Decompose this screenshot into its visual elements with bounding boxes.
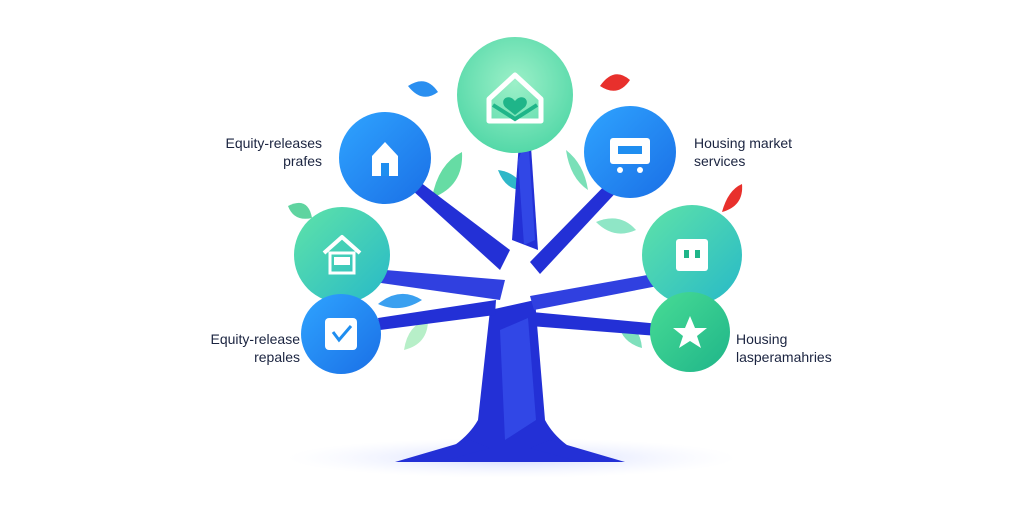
node-right-lower xyxy=(650,292,730,372)
bird-icon xyxy=(325,318,357,350)
label-line: Equity-release xyxy=(210,331,301,347)
leaf-green-center-right xyxy=(566,150,588,190)
label-top-right: Housing market services xyxy=(694,134,854,170)
root-right xyxy=(530,440,625,462)
node-right-middle xyxy=(642,205,742,305)
leaf-red-right xyxy=(722,184,743,212)
label-bottom-left: Equity-release repales xyxy=(150,330,301,366)
house-window-icon xyxy=(322,235,362,275)
root-left xyxy=(395,440,490,462)
branch-right-middle xyxy=(530,272,668,310)
branch-right-upper xyxy=(530,178,622,274)
label-top-left: Equity-releases prafes xyxy=(170,134,323,170)
star-house-icon xyxy=(673,316,707,348)
node-left-upper xyxy=(339,112,431,204)
tree xyxy=(360,128,668,462)
document-icon xyxy=(676,239,708,271)
node-left-middle xyxy=(294,207,390,303)
house-heart-icon xyxy=(486,72,544,124)
node-right-upper xyxy=(584,106,676,198)
node-left-lower xyxy=(301,294,381,374)
branch-left-lower xyxy=(378,300,496,330)
branch-right-lower xyxy=(530,312,660,336)
leaf-blue-top-left xyxy=(408,81,438,97)
tree-trunk-highlight xyxy=(500,318,536,440)
label-line: services xyxy=(694,153,746,169)
label-line: Equity-releases xyxy=(225,135,323,151)
card-icon xyxy=(610,138,650,173)
label-line: lasperamahries xyxy=(736,349,832,365)
label-line: Housing xyxy=(736,331,788,347)
leaf-green-center xyxy=(432,152,463,198)
house-icon xyxy=(372,142,398,176)
label-line: Housing market xyxy=(694,135,793,151)
label-line: prafes xyxy=(283,153,322,169)
node-top xyxy=(457,37,573,153)
leaf-green-lower-left xyxy=(404,320,428,350)
branch-left-middle xyxy=(360,268,505,300)
leaf-green-left xyxy=(288,202,312,219)
label-bottom-right: Housing lasperamahries xyxy=(736,330,896,366)
leaf-green-mid-right xyxy=(596,218,636,234)
leaf-red-top-right xyxy=(600,74,630,91)
leaf-blue-lower xyxy=(378,293,422,309)
label-line: repales xyxy=(254,349,300,365)
branch-left-upper xyxy=(412,182,510,270)
